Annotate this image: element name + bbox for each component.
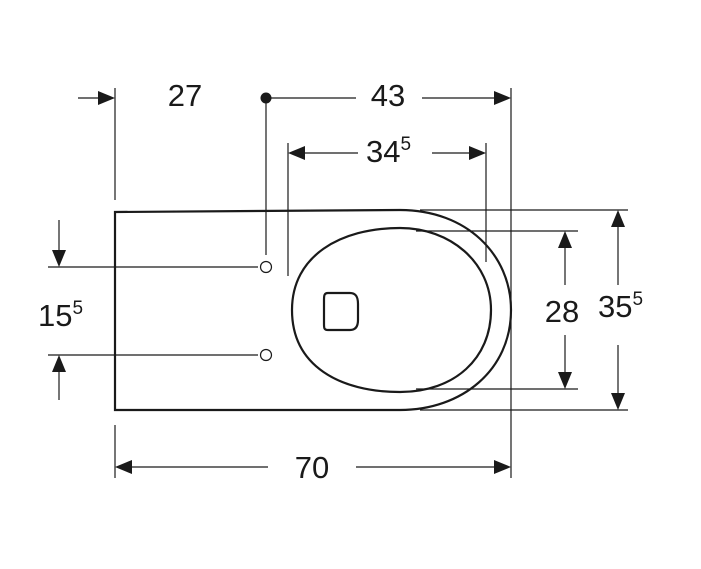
dimension-labels: 27 43 345 155 28 355 70	[38, 78, 643, 485]
dim-label-34-5: 345	[366, 134, 411, 169]
seat-hinge-cutout	[322, 291, 360, 332]
fixing-hole-bottom	[259, 348, 273, 362]
wc-body-outline	[113, 208, 513, 412]
dimension-lines	[52, 91, 625, 474]
extension-lines	[48, 88, 628, 478]
seat-outline	[290, 226, 493, 394]
dim-label-28: 28	[545, 294, 579, 329]
wc-top-view	[113, 208, 513, 412]
dim-label-70: 70	[295, 450, 329, 485]
fixing-hole-top	[259, 260, 273, 274]
dim-label-35-5: 355	[598, 289, 643, 324]
dim-label-15-5: 155	[38, 298, 83, 333]
dim-label-27: 27	[168, 78, 202, 113]
dim-label-43: 43	[371, 78, 405, 113]
